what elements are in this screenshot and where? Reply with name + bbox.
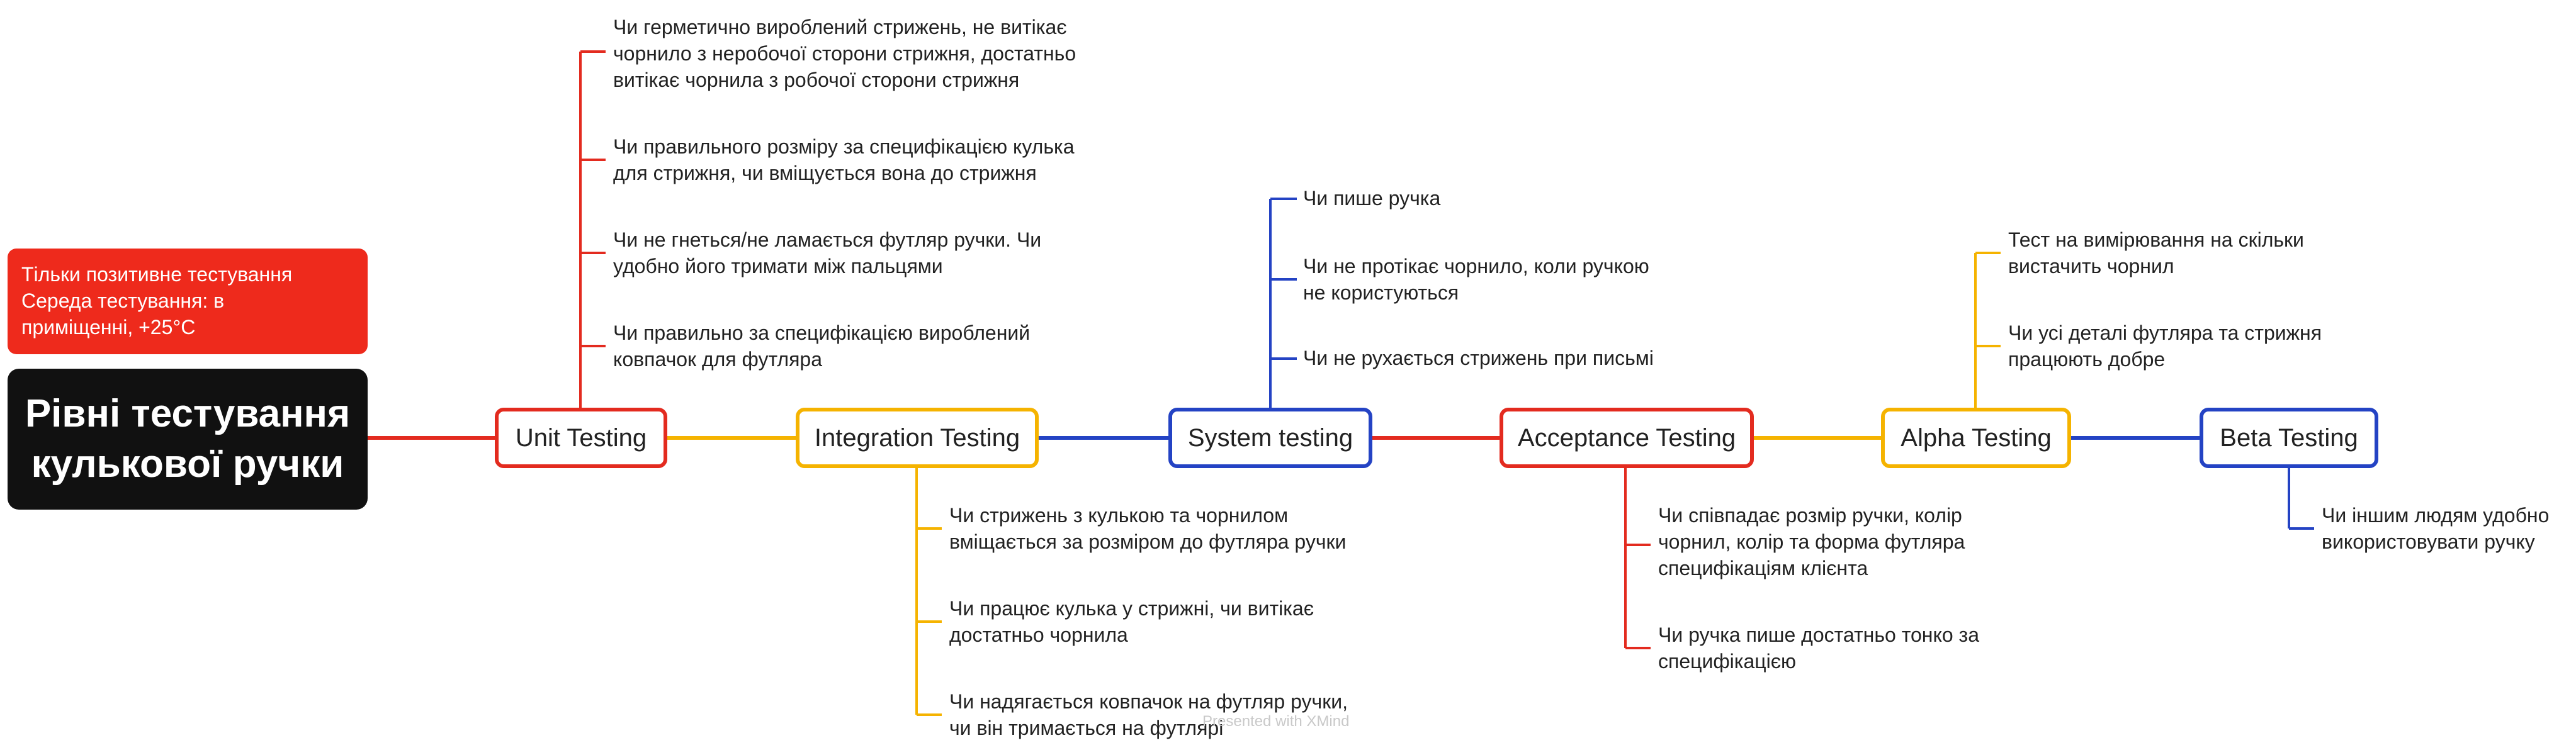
subtopic-line: вміщається за розміром до футляра ручки <box>949 530 1347 553</box>
topic-system-testing[interactable]: System testing <box>1168 408 1372 468</box>
note-line: Середа тестування: в <box>21 289 225 312</box>
topic-label: Unit Testing <box>515 423 647 452</box>
subtopic-integration-2[interactable]: Чи працює кулька у стрижні, чи витікає д… <box>949 595 1314 648</box>
subtopic-line: працюють добре <box>2008 348 2166 371</box>
subtopic-acceptance-2[interactable]: Чи ручка пише достатньо тонко за специфі… <box>1658 622 1979 674</box>
subtopic-line: Чи пише ручка <box>1303 187 1441 210</box>
subtopic-unit-2[interactable]: Чи правильного розміру за специфікацією … <box>613 133 1074 186</box>
subtopic-line: специфікацією <box>1658 650 1797 673</box>
subtopic-line: Чи надягається ковпачок на футляр ручки, <box>949 690 1348 713</box>
subtopic-line: Чи ручка пише достатньо тонко за <box>1658 624 1979 646</box>
subtopic-line: специфікаціям клієнта <box>1658 557 1868 579</box>
topic-label: Alpha Testing <box>1901 423 2052 452</box>
topic-beta-testing[interactable]: Beta Testing <box>2200 408 2378 468</box>
xmind-watermark: Presented with XMind <box>1202 713 1350 730</box>
subtopic-line: Чи не рухається стрижень при письмі <box>1303 347 1654 369</box>
subtopic-acceptance-1[interactable]: Чи співпадає розмір ручки, колір чорнил,… <box>1658 502 1965 581</box>
subtopic-line: Чи співпадає розмір ручки, колір <box>1658 504 1962 527</box>
subtopic-line: для стрижня, чи вміщується вона до стриж… <box>613 162 1037 184</box>
root-title-line: кулькової ручки <box>31 442 344 486</box>
subtopic-line: використовувати ручку <box>2322 530 2535 553</box>
subtopic-line: Чи правильно за специфікацією вироблений <box>613 322 1031 344</box>
subtopic-line: витікає чорнила з робочої сторони стрижн… <box>613 69 1020 91</box>
topic-alpha-testing[interactable]: Alpha Testing <box>1881 408 2071 468</box>
subtopic-unit-1[interactable]: Чи герметично вироблений стрижень, не ви… <box>613 14 1076 93</box>
subtopic-line: Чи стрижень з кулькою та чорнилом <box>949 504 1289 527</box>
subtopic-system-3[interactable]: Чи не рухається стрижень при письмі <box>1303 345 1654 371</box>
subtopic-line: чи він тримається на футлярі <box>949 717 1224 739</box>
subtopic-line: Чи працює кулька у стрижні, чи витікає <box>949 597 1314 620</box>
subtopic-line: удобно його тримати між пальцями <box>613 255 943 277</box>
subtopic-line: вистачить чорнил <box>2008 255 2174 277</box>
subtopic-line: Чи правильного розміру за специфікацією … <box>613 135 1075 158</box>
topic-label: Integration Testing <box>814 423 1020 452</box>
topic-label: System testing <box>1187 423 1353 452</box>
note-line: приміщенні, +25°C <box>21 316 196 338</box>
subtopic-beta-1[interactable]: Чи іншим людям удобно використовувати ру… <box>2322 502 2549 555</box>
subtopic-alpha-1[interactable]: Тест на вимірювання на скільки вистачить… <box>2008 226 2304 279</box>
subtopic-line: достатньо чорнила <box>949 624 1128 646</box>
subtopic-line: Чи герметично вироблений стрижень, не ви… <box>613 16 1067 38</box>
subtopic-line: ковпачок для футляра <box>613 348 823 371</box>
subtopic-alpha-2[interactable]: Чи усі деталі футляра та стрижня працюют… <box>2008 320 2322 372</box>
subtopic-line: Чи іншим людям удобно <box>2322 504 2550 527</box>
topic-unit-testing[interactable]: Unit Testing <box>495 408 667 468</box>
root-topic[interactable]: Рівні тестування кулькової ручки <box>8 369 368 510</box>
subtopic-line: Чи усі деталі футляра та стрижня <box>2008 322 2322 344</box>
subtopic-unit-3[interactable]: Чи не гнеться/не ламається футляр ручки.… <box>613 226 1041 279</box>
topic-label: Beta Testing <box>2220 423 2358 452</box>
note-line: Тільки позитивне тестування <box>21 263 293 286</box>
subtopic-unit-4[interactable]: Чи правильно за специфікацією вироблений… <box>613 320 1030 372</box>
subtopic-line: чорнило з неробочої сторони стрижня, дос… <box>613 42 1076 65</box>
subtopic-integration-1[interactable]: Чи стрижень з кулькою та чорнилом вміщає… <box>949 502 1346 555</box>
subtopic-system-2[interactable]: Чи не протікає чорнило, коли ручкою не к… <box>1303 253 1649 306</box>
topic-acceptance-testing[interactable]: Acceptance Testing <box>1500 408 1754 468</box>
root-title-line: Рівні тестування <box>25 392 351 435</box>
subtopic-line: чорнил, колір та форма футляра <box>1658 530 1965 553</box>
subtopic-line: Чи не гнеться/не ламається футляр ручки.… <box>613 228 1042 251</box>
topic-label: Acceptance Testing <box>1517 423 1736 452</box>
topic-integration-testing[interactable]: Integration Testing <box>796 408 1039 468</box>
subtopic-line: Чи не протікає чорнило, коли ручкою <box>1303 255 1649 277</box>
testing-conditions-note: Тільки позитивне тестування Середа тесту… <box>8 249 368 354</box>
subtopic-integration-3[interactable]: Чи надягається ковпачок на футляр ручки,… <box>949 688 1348 741</box>
subtopic-line: не користуються <box>1303 281 1459 304</box>
subtopic-system-1[interactable]: Чи пише ручка <box>1303 185 1440 211</box>
subtopic-line: Тест на вимірювання на скільки <box>2008 228 2304 251</box>
